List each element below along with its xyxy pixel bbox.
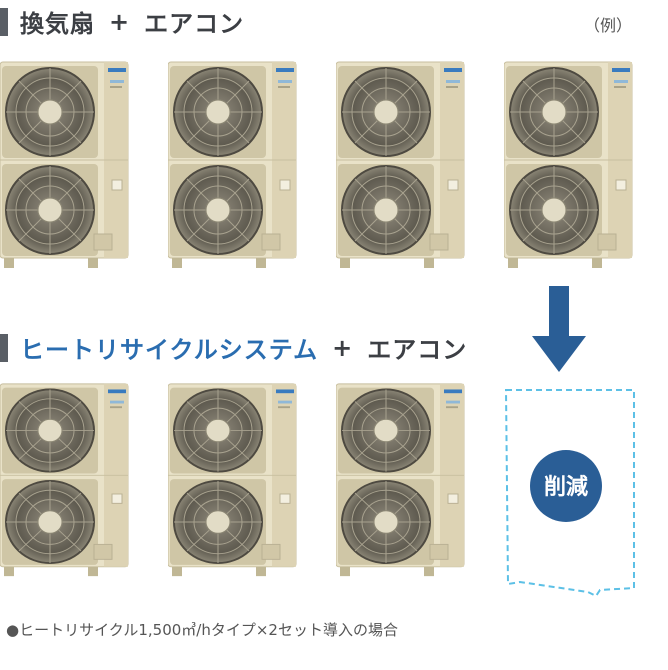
outdoor-unit <box>168 382 300 578</box>
heading-title: 換気扇 <box>20 10 95 38</box>
example-label: （例） <box>584 16 633 35</box>
heading-suffix: エアコン <box>367 336 468 364</box>
outdoor-unit <box>504 60 636 270</box>
heading-bar <box>0 333 8 362</box>
removed-unit-outline: 削減 <box>504 389 635 598</box>
reduced-label: 削減 <box>544 475 588 500</box>
down-arrow-icon <box>532 286 586 372</box>
outdoor-unit <box>0 382 132 578</box>
heading-bar <box>0 7 8 36</box>
heading-title: ヒートリサイクルシステム <box>20 336 319 364</box>
heading-plus: + <box>332 333 354 362</box>
outdoor-unit <box>336 60 468 270</box>
footnote: ●ヒートリサイクル1,500㎥/hタイプ×2セット導入の場合 <box>6 621 398 639</box>
outdoor-unit <box>336 382 468 578</box>
outdoor-unit <box>168 60 300 270</box>
heading-plus: + <box>109 7 131 36</box>
reduced-badge <box>530 450 602 522</box>
heading-heat-recycle-aircon: ヒートリサイクルシステム + エアコン <box>0 330 467 365</box>
heading-suffix: エアコン <box>144 10 245 38</box>
heading-ventilation-aircon: 換気扇 + エアコン <box>0 4 244 39</box>
outdoor-unit <box>0 60 132 270</box>
